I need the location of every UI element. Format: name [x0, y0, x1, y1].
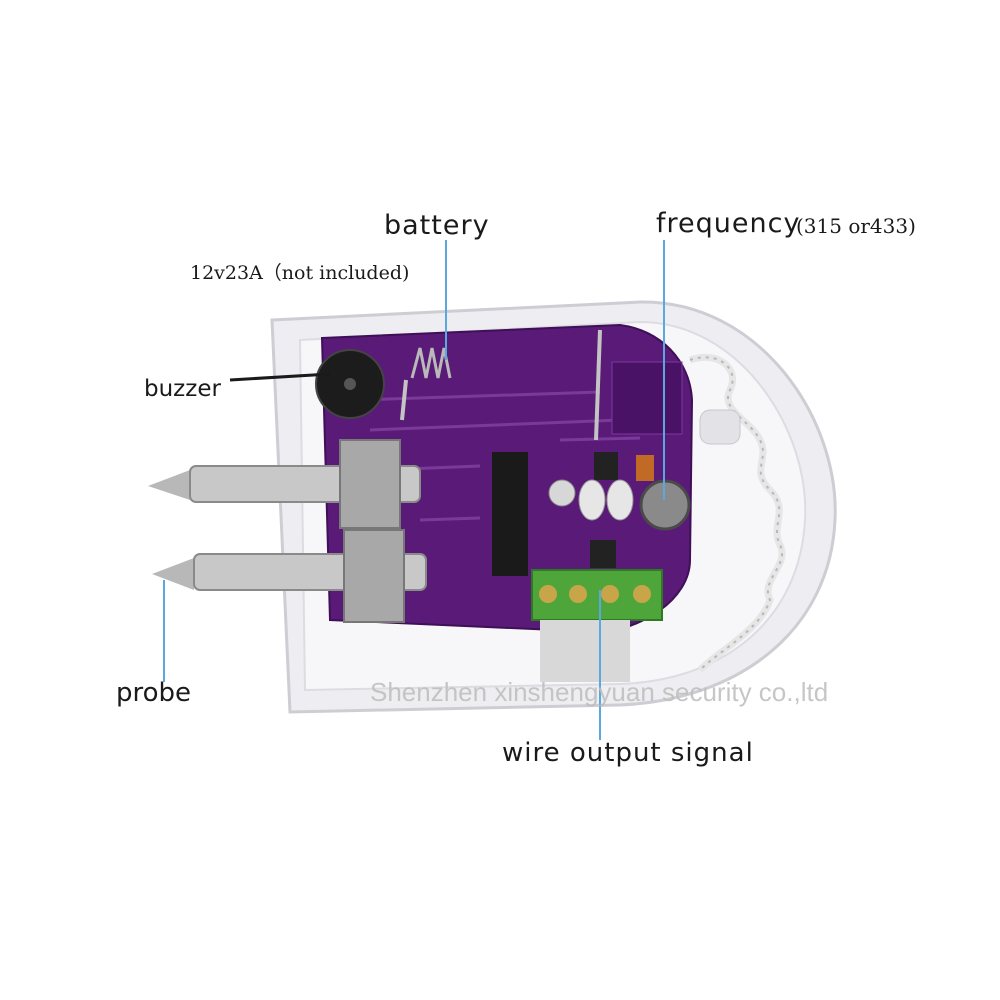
leader-lines: [163, 240, 665, 740]
buzzer-component: [315, 349, 385, 419]
battery-spring: [400, 329, 602, 441]
frequency-label: frequency: [656, 208, 801, 239]
buzzer-leader-line: [229, 372, 331, 382]
components: [548, 455, 691, 531]
frequency-spec-label: (315 or433): [796, 214, 916, 238]
company-watermark: Shenzhen xinshengyuan security co.,ltd: [370, 677, 829, 707]
battery-spec-label: 12v23A（not included): [190, 262, 410, 284]
wire-output-label: wire output signal: [502, 738, 754, 768]
buzzer-label: buzzer: [144, 376, 221, 402]
ic-chip: [492, 452, 528, 576]
probe-label: probe: [116, 678, 192, 708]
terminal-block: [531, 569, 663, 682]
coiled-antenna: [688, 353, 786, 673]
probes: [148, 439, 427, 623]
battery-label: battery: [384, 210, 490, 241]
